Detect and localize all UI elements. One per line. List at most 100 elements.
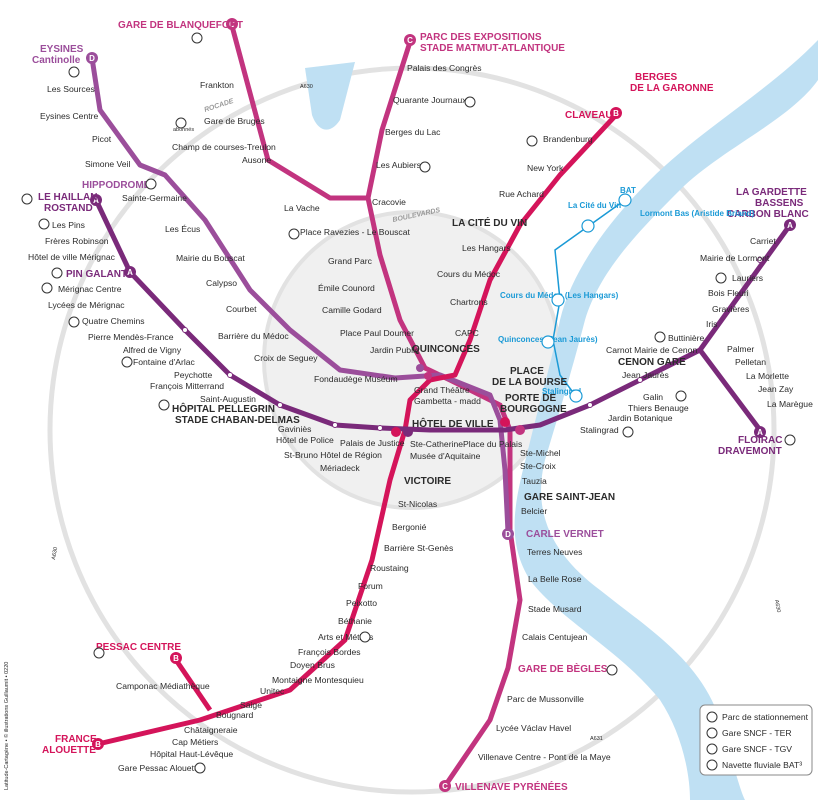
station-label[interactable]: Les Écus	[165, 224, 200, 234]
station-label[interactable]: Chartrons	[450, 297, 488, 307]
line-d-badge[interactable]	[86, 52, 98, 64]
parking-icon[interactable]	[191, 32, 203, 44]
parking-icon[interactable]	[68, 66, 80, 78]
station-label[interactable]: Gare Pessac Alouette	[118, 763, 201, 773]
station-label[interactable]: Barrière St-Genès	[384, 543, 453, 553]
station-label[interactable]: Peychotte	[174, 370, 212, 380]
station-label[interactable]: Camille Godard	[322, 305, 382, 315]
hub-gare-st-jean[interactable]: GARE SAINT-JEAN	[524, 492, 615, 503]
bat-stop-label[interactable]: La Cité du Vin	[568, 201, 621, 210]
station-label[interactable]: La Morlette	[746, 371, 789, 381]
parking-icon[interactable]	[654, 331, 666, 343]
station-label[interactable]: Roustaing	[370, 563, 409, 573]
line-d-badge[interactable]	[416, 364, 424, 372]
line-b-badge[interactable]	[92, 738, 104, 750]
station-dot[interactable]	[277, 402, 283, 408]
station-dot[interactable]	[332, 422, 338, 428]
station-label[interactable]: Palais des Congrès	[407, 63, 482, 73]
terminal-haillan-2[interactable]: ROSTAND	[44, 203, 93, 214]
bat-stop-label[interactable]: Lormont Bas (Aristide Briand)	[640, 209, 755, 218]
station-label[interactable]: La Marègue	[767, 399, 813, 409]
station-label[interactable]: Forum	[358, 581, 383, 591]
hub-victoire[interactable]: VICTOIRE	[404, 476, 451, 487]
station-label[interactable]: Ste-Croix	[520, 461, 557, 471]
hub-quinconces[interactable]: QUINCONCES	[412, 344, 480, 355]
bat-boat-icon[interactable]	[618, 193, 632, 207]
station-label[interactable]: Bois Fleuri	[708, 288, 749, 298]
station-label[interactable]: Les Hangars	[462, 243, 511, 253]
station-label[interactable]: Palais de Justice	[340, 438, 405, 448]
parking-icon[interactable]	[38, 218, 50, 230]
station-label[interactable]: Ste-Michel	[520, 448, 561, 458]
station-label[interactable]: Saint-Augustin	[200, 394, 256, 404]
station-label[interactable]: Jardin Public	[370, 345, 420, 355]
bat-boat-icon[interactable]	[551, 293, 565, 307]
station-label[interactable]: Jean Jaurès	[622, 370, 669, 380]
terminal-parc-expo-2[interactable]: STADE MATMUT-ATLANTIQUE	[420, 43, 565, 54]
station-label[interactable]: La Vache	[284, 203, 320, 213]
station-label[interactable]: Grand Parc	[328, 256, 373, 266]
station-label[interactable]: Picot	[92, 134, 112, 144]
station-label[interactable]: Arts et Métiers	[318, 632, 373, 642]
station-label[interactable]: Galin	[643, 392, 663, 402]
station-label[interactable]: Hôpital Haut-Lévêque	[150, 749, 233, 759]
station-label[interactable]: François Mitterrand	[150, 381, 224, 391]
station-label[interactable]: Camponac Médiathèque	[116, 681, 210, 691]
hub-gare-begles[interactable]: GARE DE BÈGLES	[518, 662, 608, 675]
terminal-floirac-1[interactable]: FLOIRAC	[738, 435, 782, 446]
station-label[interactable]: Stade Musard	[528, 604, 582, 614]
terminal-pessac[interactable]: PESSAC CENTRE	[96, 642, 181, 653]
station-dot[interactable]	[182, 327, 188, 333]
station-label[interactable]: Jardin Botanique	[608, 413, 673, 423]
station-label[interactable]: Fondaudège Muséum	[314, 374, 398, 384]
line-a-badge[interactable]	[124, 266, 136, 278]
parking-icon[interactable]	[158, 399, 170, 411]
station-label[interactable]: Montaigne Montesquieu	[272, 675, 364, 685]
station-label[interactable]: Cap Métiers	[172, 737, 218, 747]
station-label[interactable]: Simone Veil	[85, 159, 130, 169]
station-label[interactable]: Berges du Lac	[385, 127, 441, 137]
parking-icon[interactable]	[419, 161, 431, 173]
hub-place-bourse-2[interactable]: DE LA BOURSE	[492, 377, 568, 388]
station-label[interactable]: Eysines Centre	[40, 111, 98, 121]
station-label[interactable]: Belcier	[521, 506, 547, 516]
bat-stop-label[interactable]: Stalingrad	[542, 387, 581, 396]
terminal-eysines-1[interactable]: EYSINES	[40, 44, 84, 55]
line-a-badge[interactable]	[403, 427, 413, 437]
terminal-gardette-2[interactable]: BASSENS	[755, 198, 804, 209]
parking-icon[interactable]	[93, 647, 105, 659]
station-label[interactable]: Bougnard	[216, 710, 253, 720]
station-label[interactable]: Les Pins	[52, 220, 85, 230]
terminal-gardette-3[interactable]: CARBON BLANC	[727, 209, 809, 220]
terminal-haillan-1[interactable]: LE HAILLAN	[38, 192, 97, 203]
station-label[interactable]: Gravières	[712, 304, 749, 314]
parking-icon[interactable]	[359, 631, 371, 643]
hub-pin-galant[interactable]: PIN GALANT	[66, 269, 127, 280]
station-label[interactable]: St-Nicolas	[398, 499, 437, 509]
line-c-badge[interactable]	[439, 780, 451, 792]
station-label[interactable]: Frankton	[200, 80, 234, 90]
station-label[interactable]: Brandenburg	[543, 134, 593, 144]
station-label[interactable]: New York	[527, 163, 564, 173]
terminal-claveau[interactable]: CLAVEAU	[565, 110, 613, 121]
line-d-badge[interactable]	[502, 528, 514, 540]
terminal-floirac-2[interactable]: DRAVEMONT	[718, 446, 782, 457]
station-label[interactable]: Saige	[240, 700, 262, 710]
station-label[interactable]: Ausone	[242, 155, 271, 165]
hub-place-bourse-1[interactable]: PLACE	[510, 366, 544, 377]
station-label[interactable]: Lycée Václav Havel	[496, 723, 571, 733]
station-label[interactable]: Terres Neuves	[527, 547, 582, 557]
line-c-badge[interactable]	[226, 18, 238, 30]
parking-icon[interactable]	[622, 426, 634, 438]
station-dot[interactable]	[227, 372, 233, 378]
parking-icon[interactable]	[68, 316, 80, 328]
station-label[interactable]: Alfred de Vigny	[123, 345, 182, 355]
station-label[interactable]: Palmer	[727, 344, 754, 354]
parking-icon[interactable]	[715, 272, 727, 284]
station-label[interactable]: François Bordes	[298, 647, 361, 657]
station-label[interactable]: Tauzia	[522, 476, 547, 486]
parking-icon[interactable]	[21, 193, 33, 205]
parking-icon[interactable]	[145, 178, 157, 190]
station-label[interactable]: Fontaine d'Arlac	[133, 357, 196, 367]
hub-hotel-de-ville[interactable]: HÔTEL DE VILLE	[412, 417, 494, 430]
